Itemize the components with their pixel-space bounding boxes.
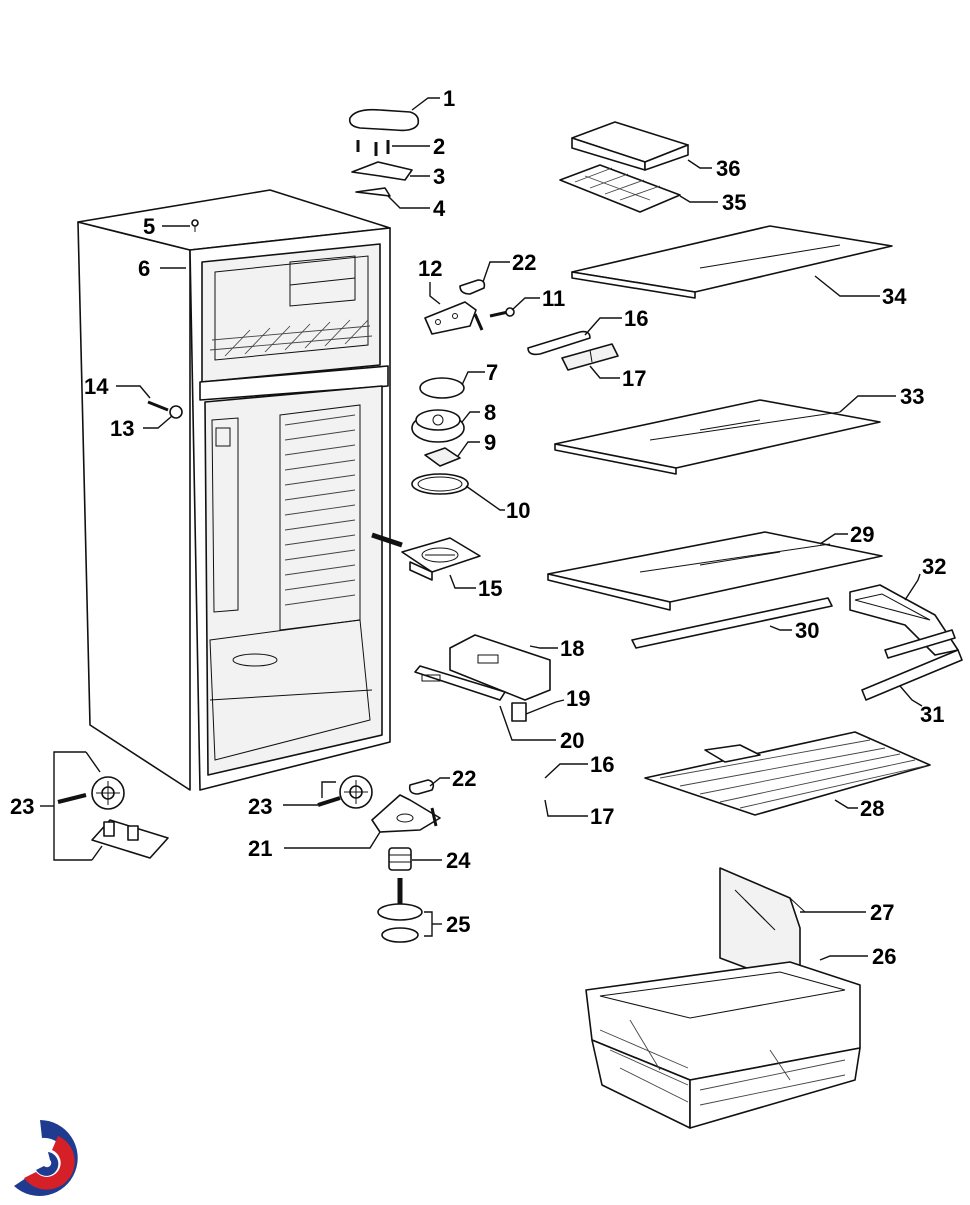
callout-21: 21 (248, 836, 272, 861)
callout-30: 30 (795, 618, 819, 643)
fridge-cabinet (77, 189, 391, 791)
callout-23-left: 23 (10, 794, 34, 819)
glass-shelf-upper (554, 399, 881, 475)
callout-22-lower: 22 (452, 766, 476, 791)
top-bracket (351, 161, 413, 181)
callout-16-lower: 16 (590, 752, 614, 777)
upper-shelf-supports (527, 330, 619, 371)
callout-27: 27 (870, 900, 894, 925)
crisper-drawer (585, 961, 861, 1129)
callout-35: 35 (722, 190, 746, 215)
callout-17-lower: 17 (590, 804, 614, 829)
callout-36: 36 (716, 156, 740, 181)
callout-1: 1 (443, 86, 455, 111)
leader-lines (40, 97, 923, 961)
callout-3: 3 (433, 164, 445, 189)
callout-8: 8 (484, 400, 496, 425)
callout-20: 20 (560, 728, 584, 753)
callout-5: 5 (143, 214, 155, 239)
callout-25: 25 (446, 912, 470, 937)
callout-33: 33 (900, 384, 924, 409)
top-screws (356, 140, 390, 156)
shelf-trim-strip (631, 597, 833, 649)
top-cover (348, 108, 420, 132)
callout-31: 31 (920, 702, 944, 727)
callout-34: 34 (882, 284, 907, 309)
top-shim (355, 187, 391, 197)
callout-labels: 1 2 3 4 5 6 7 8 9 10 11 12 13 14 15 16 1… (10, 86, 946, 969)
callout-11: 11 (542, 286, 565, 311)
callout-9: 9 (484, 430, 496, 455)
callout-19: 19 (566, 686, 590, 711)
upper-hinge (424, 279, 515, 335)
freezer-shelf (571, 225, 893, 299)
wire-shelf (644, 731, 931, 816)
callout-6: 6 (138, 256, 150, 281)
light-assembly (411, 377, 469, 495)
crisper-control (414, 634, 551, 722)
fan-assembly (371, 532, 481, 581)
callout-14: 14 (84, 374, 109, 399)
callout-28: 28 (860, 796, 884, 821)
callout-4: 4 (433, 196, 446, 221)
crisper-glass-cover (719, 867, 806, 989)
callout-2: 2 (433, 134, 445, 159)
crisper-frame-slides (849, 584, 963, 701)
callout-29: 29 (850, 522, 874, 547)
ice-tray (559, 164, 681, 213)
callout-32: 32 (922, 554, 946, 579)
callout-13: 13 (110, 416, 134, 441)
callout-10: 10 (506, 498, 530, 523)
top-screw (191, 219, 199, 232)
callout-17-upper: 17 (622, 366, 646, 391)
glass-shelf-lower (547, 531, 883, 611)
callout-7: 7 (486, 360, 498, 385)
callout-24: 24 (446, 848, 471, 873)
callout-18: 18 (560, 636, 584, 661)
ice-box (571, 121, 689, 171)
brand-swirl-logo-icon (14, 1120, 78, 1196)
callout-26: 26 (872, 944, 896, 969)
callout-23-centre: 23 (248, 794, 272, 819)
callout-15: 15 (478, 576, 502, 601)
hinge-screw-left (147, 400, 183, 419)
bottom-hinge-assembly (317, 775, 441, 943)
callout-16-upper: 16 (624, 306, 648, 331)
wheel-assembly-left (57, 776, 169, 859)
callout-22-upper: 22 (512, 250, 536, 275)
callout-12: 12 (418, 256, 442, 281)
